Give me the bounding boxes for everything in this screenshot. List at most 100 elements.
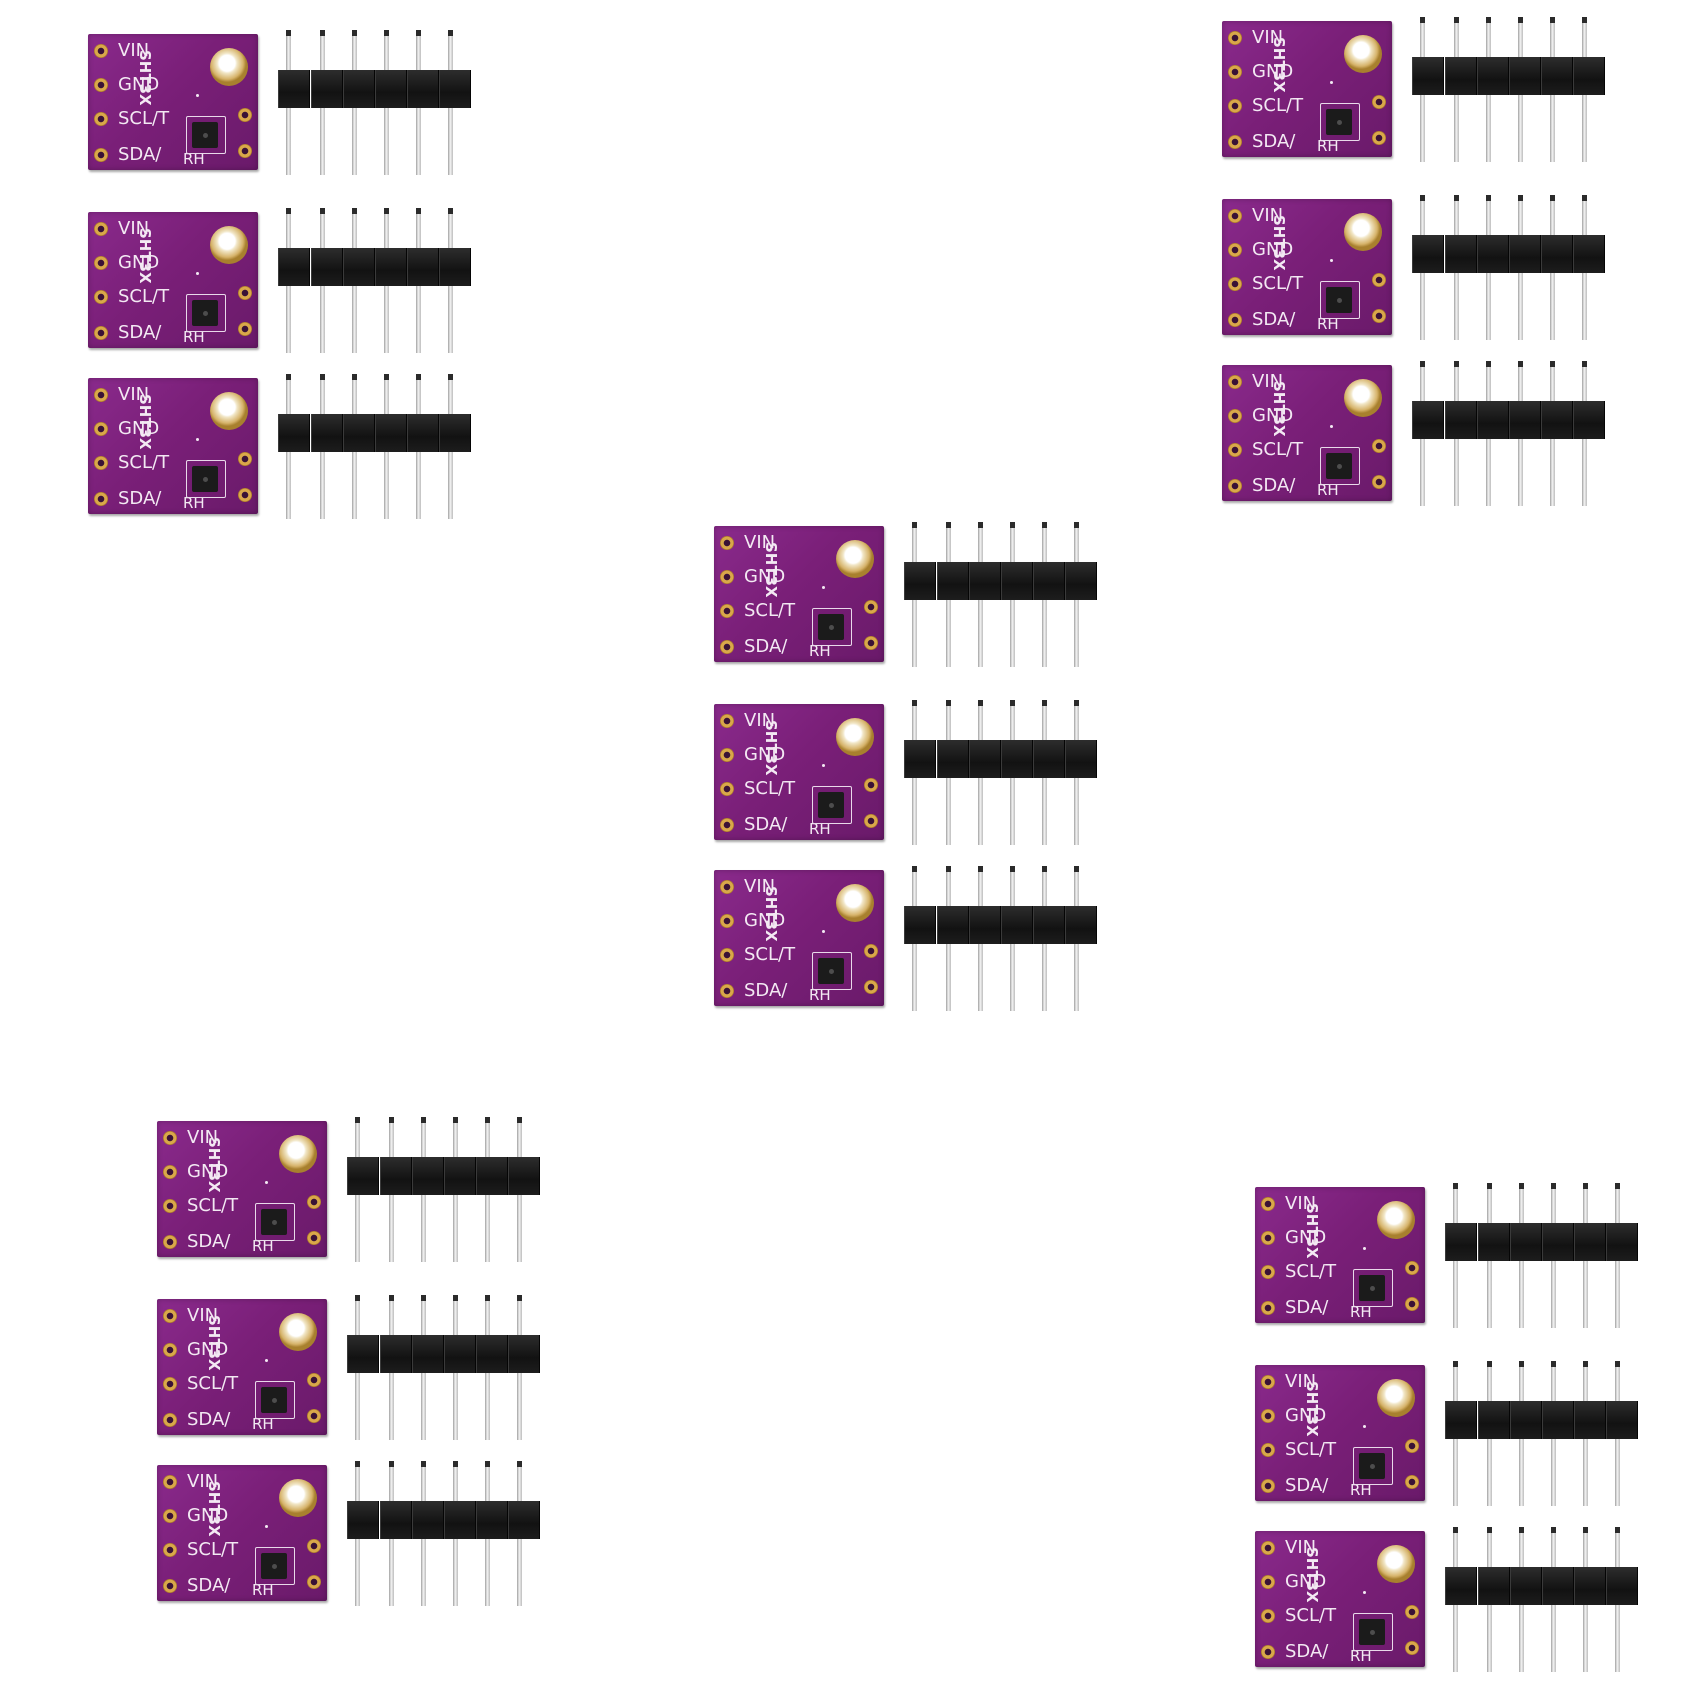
header-plastic-body: [1606, 1567, 1638, 1605]
pin-header: [347, 1461, 547, 1611]
solder-pad: [1228, 99, 1242, 113]
model-label: SHT3X: [762, 886, 780, 942]
header-plastic-body: [969, 906, 1001, 944]
header-plastic-body: [1001, 562, 1033, 600]
solder-pad: [1228, 479, 1242, 493]
header-plastic-body: [1412, 401, 1444, 439]
sensor-aperture: [1370, 1630, 1375, 1635]
solder-pad: [1372, 273, 1386, 287]
header-plastic-body: [1510, 1567, 1542, 1605]
mounting-hole: [1344, 213, 1382, 251]
header-plastic-body: [476, 1157, 508, 1195]
header-plastic-body: [311, 70, 343, 108]
header-plastic-body: [439, 248, 471, 286]
rh-label: RH: [1350, 1303, 1372, 1321]
silkscreen-dot: [265, 1525, 268, 1528]
chip-outline: [255, 1547, 295, 1585]
pin-header: [1445, 1183, 1645, 1333]
solder-pad: [163, 1543, 177, 1557]
sensor-aperture: [203, 133, 208, 138]
solder-pad: [238, 452, 252, 466]
chip-outline: [1353, 1447, 1393, 1485]
header-plastic-body: [347, 1501, 379, 1539]
solder-pad: [720, 714, 734, 728]
pin-label: GND: [1285, 1571, 1327, 1592]
mounting-hole: [1377, 1379, 1415, 1417]
solder-pad: [94, 112, 108, 126]
pin-label: SDA/: [1252, 475, 1296, 496]
sensor-aperture: [272, 1564, 277, 1569]
header-plastic-body: [1412, 57, 1444, 95]
solder-pad: [307, 1539, 321, 1553]
mounting-hole: [210, 392, 248, 430]
pin-label: SCL/T: [187, 1195, 239, 1216]
solder-pad: [94, 256, 108, 270]
header-plastic-body: [1445, 235, 1477, 273]
header-plastic-body: [380, 1157, 412, 1195]
pin-label: SCL/T: [1252, 273, 1304, 294]
solder-pad: [1228, 277, 1242, 291]
chip-outline: [1353, 1613, 1393, 1651]
silkscreen-dot: [265, 1359, 268, 1362]
header-plastic-body: [1477, 401, 1509, 439]
header-plastic-body: [278, 414, 310, 452]
pin-label: SDA/: [187, 1575, 231, 1596]
pin-label: GND: [1252, 239, 1294, 260]
solder-pad: [1228, 409, 1242, 423]
pin-label: GND: [118, 252, 160, 273]
solder-pad: [163, 1343, 177, 1357]
header-plastic-body: [1509, 401, 1541, 439]
mounting-hole: [1377, 1201, 1415, 1239]
solder-pad: [864, 944, 878, 958]
header-plastic-body: [1606, 1401, 1638, 1439]
header-plastic-body: [1573, 235, 1605, 273]
pin-label: SCL/T: [1252, 95, 1304, 116]
solder-pad: [163, 1509, 177, 1523]
chip-outline: [255, 1203, 295, 1241]
mounting-hole: [836, 718, 874, 756]
solder-pad: [720, 782, 734, 796]
sensor-aperture: [829, 969, 834, 974]
solder-pad: [163, 1579, 177, 1593]
solder-pad: [163, 1413, 177, 1427]
solder-pad: [238, 108, 252, 122]
pin-header: [1412, 195, 1612, 345]
pin-label: SDA/: [1285, 1297, 1329, 1318]
solder-pad: [94, 78, 108, 92]
mounting-hole: [1377, 1545, 1415, 1583]
chip-outline: [812, 786, 852, 824]
mounting-hole: [279, 1135, 317, 1173]
solder-pad: [163, 1131, 177, 1145]
header-plastic-body: [1445, 1401, 1477, 1439]
solder-pad: [307, 1575, 321, 1589]
pin-label: GND: [187, 1161, 229, 1182]
solder-pad: [720, 818, 734, 832]
solder-pad: [720, 748, 734, 762]
solder-pad: [1405, 1261, 1419, 1275]
pin-label: SCL/T: [744, 600, 796, 621]
pin-header: [904, 522, 1104, 672]
pin-label: SCL/T: [118, 286, 170, 307]
header-plastic-body: [407, 248, 439, 286]
mounting-hole: [836, 540, 874, 578]
solder-pad: [307, 1373, 321, 1387]
model-label: SHT3X: [1303, 1203, 1321, 1259]
solder-pad: [238, 286, 252, 300]
solder-pad: [1228, 375, 1242, 389]
header-plastic-body: [1606, 1223, 1638, 1261]
pin-header: [278, 374, 478, 524]
mounting-hole: [836, 884, 874, 922]
pin-label: GND: [744, 566, 786, 587]
solder-pad: [1261, 1609, 1275, 1623]
